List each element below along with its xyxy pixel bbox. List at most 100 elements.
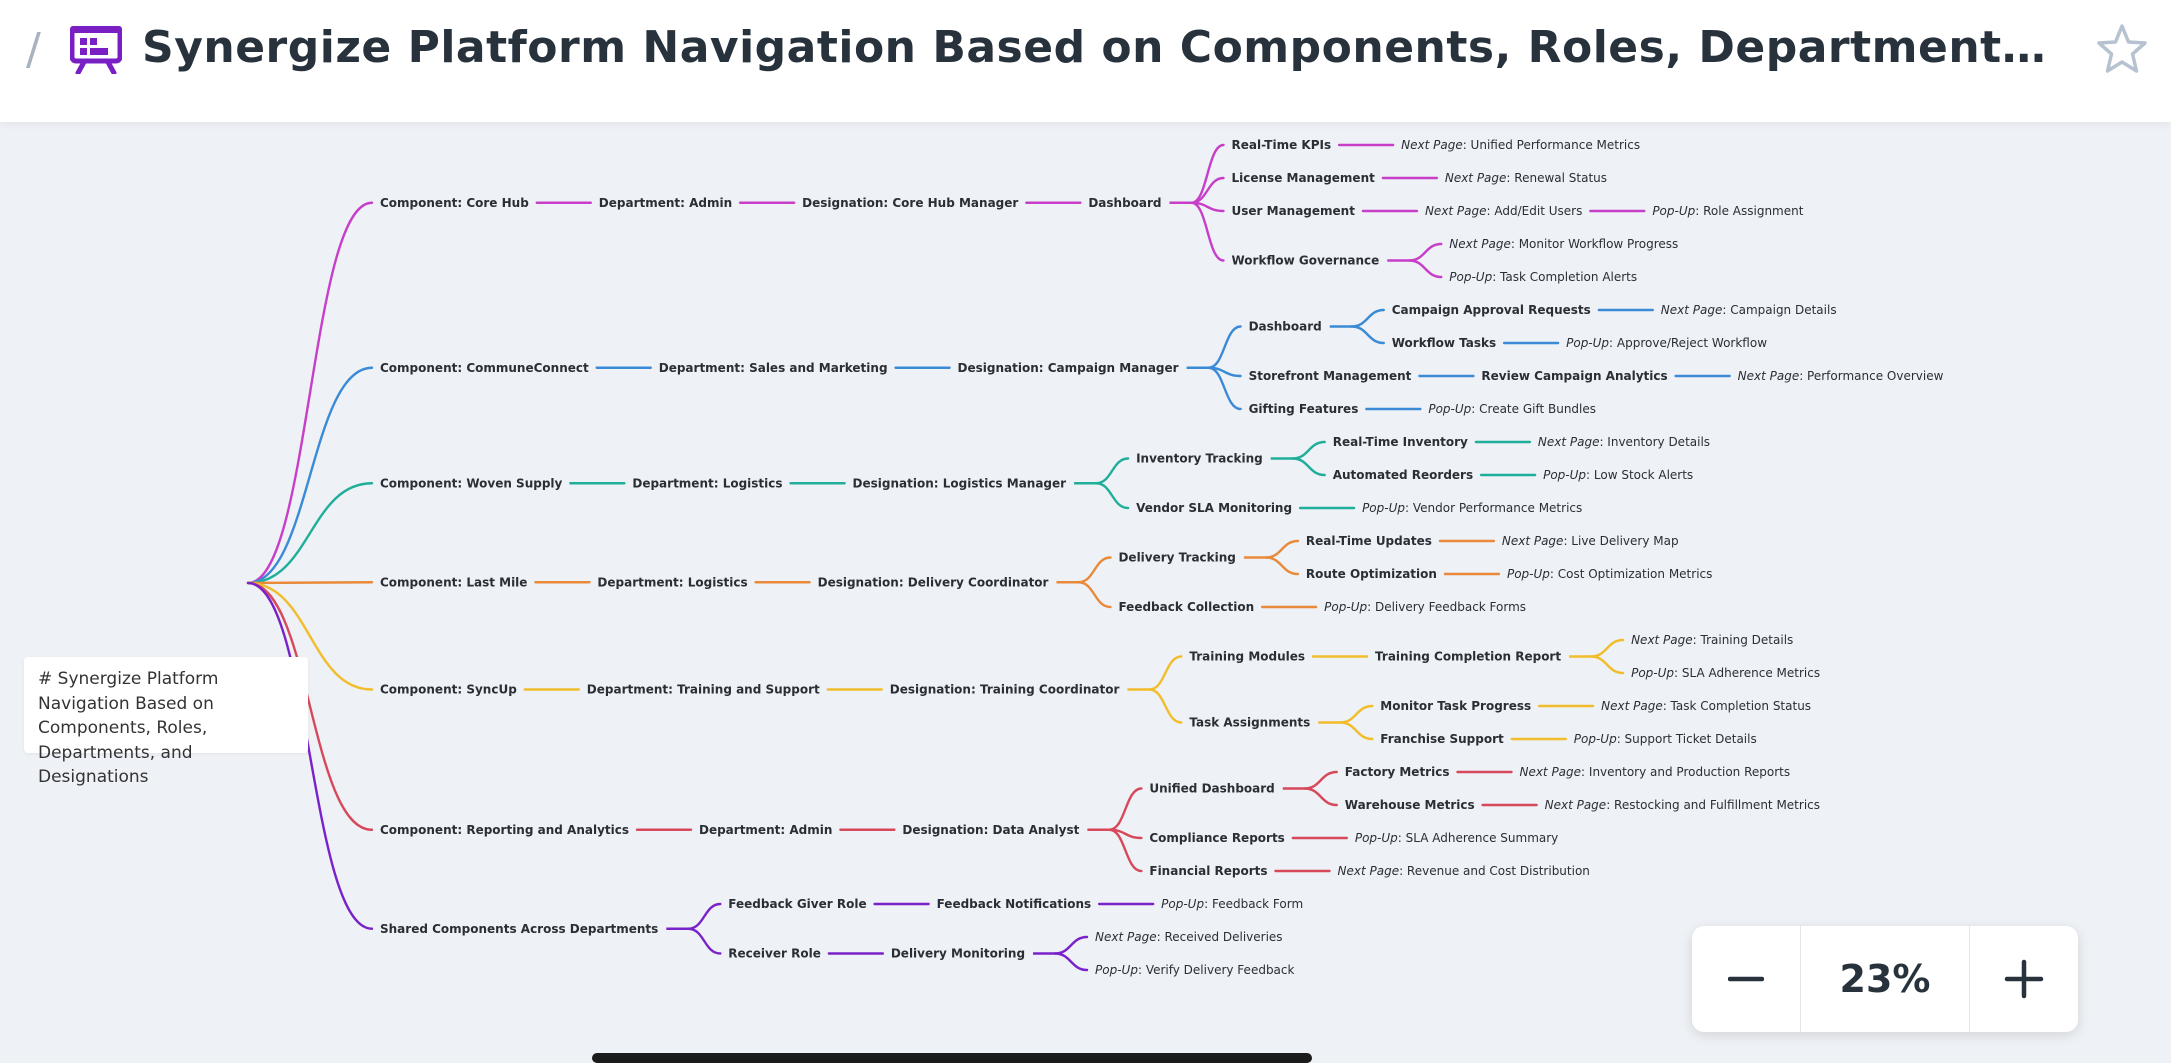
mindmap-node[interactable]: Gifting Features	[1249, 402, 1359, 416]
mindmap-page-node[interactable]: Next Page: Revenue and Cost Distribution	[1338, 864, 1590, 878]
mindmap-node[interactable]: Factory Metrics	[1345, 765, 1450, 779]
mindmap-page-node[interactable]: Pop-Up: Verify Delivery Feedback	[1095, 963, 1294, 977]
mindmap-page-node[interactable]: Pop-Up: SLA Adherence Summary	[1355, 831, 1558, 845]
node-type-prefix: Pop-Up	[1449, 270, 1492, 284]
mindmap-page-node[interactable]: Next Page: Campaign Details	[1661, 303, 1837, 317]
node-target-label: : Delivery Feedback Forms	[1367, 600, 1526, 614]
mindmap-page-node[interactable]: Pop-Up: Vendor Performance Metrics	[1362, 501, 1582, 515]
mindmap-node[interactable]: Feedback Giver Role	[728, 897, 866, 911]
mindmap-page-node[interactable]: Next Page: Training Details	[1631, 633, 1793, 647]
zoom-in-button[interactable]	[1969, 926, 2078, 1032]
node-type-prefix: Next Page	[1545, 798, 1607, 812]
mindmap-node[interactable]: Storefront Management	[1249, 369, 1412, 383]
mindmap-page-node[interactable]: Next Page: Performance Overview	[1738, 369, 1944, 383]
mindmap-page-node[interactable]: Next Page: Restocking and Fulfillment Me…	[1545, 798, 1820, 812]
mindmap-node[interactable]: Real-Time Updates	[1306, 534, 1432, 548]
mindmap-node[interactable]: Department: Logistics	[597, 575, 747, 589]
mindmap-node[interactable]: Inventory Tracking	[1136, 452, 1263, 466]
mindmap-node[interactable]: Component: Woven Supply	[380, 476, 563, 490]
mindmap-node[interactable]: Dashboard	[1249, 320, 1322, 334]
mindmap-node[interactable]: Unified Dashboard	[1149, 782, 1274, 796]
mindmap-node[interactable]: Component: SyncUp	[380, 683, 517, 697]
node-target-label: : SLA Adherence Metrics	[1674, 666, 1820, 680]
mindmap-node[interactable]: Designation: Core Hub Manager	[802, 196, 1018, 210]
mindmap-node[interactable]: Receiver Role	[728, 947, 821, 961]
mindmap-page-node[interactable]: Next Page: Add/Edit Users	[1425, 204, 1582, 218]
presentation-board-icon	[70, 26, 122, 74]
mindmap-node[interactable]: Feedback Notifications	[937, 897, 1092, 911]
mindmap-node[interactable]: Franchise Support	[1380, 732, 1504, 746]
node-type-prefix: Next Page	[1401, 138, 1463, 152]
mindmap-node[interactable]: Designation: Delivery Coordinator	[818, 575, 1049, 589]
mindmap-node[interactable]: Campaign Approval Requests	[1392, 303, 1591, 317]
mindmap-page-node[interactable]: Pop-Up: Support Ticket Details	[1574, 732, 1757, 746]
mindmap-node[interactable]: Feedback Collection	[1118, 600, 1254, 614]
mindmap-node[interactable]: Workflow Governance	[1232, 254, 1380, 268]
mindmap-page-node[interactable]: Pop-Up: Low Stock Alerts	[1543, 468, 1693, 482]
mindmap-node[interactable]: Financial Reports	[1149, 864, 1267, 878]
mindmap-node[interactable]: Department: Sales and Marketing	[659, 361, 888, 375]
mindmap-page-node[interactable]: Next Page: Received Deliveries	[1095, 930, 1283, 944]
node-target-label: : Task Completion Alerts	[1492, 270, 1637, 284]
mindmap-page-node[interactable]: Next Page: Task Completion Status	[1601, 699, 1811, 713]
mindmap-node[interactable]: Department: Admin	[599, 196, 732, 210]
mindmap-page-node[interactable]: Pop-Up: Create Gift Bundles	[1428, 402, 1596, 416]
mindmap-node[interactable]: Vendor SLA Monitoring	[1136, 501, 1292, 515]
mindmap-node[interactable]: Delivery Monitoring	[891, 947, 1025, 961]
root-edge	[246, 366, 374, 585]
mindmap-node[interactable]: Route Optimization	[1306, 567, 1437, 581]
mindmap-page-node[interactable]: Pop-Up: SLA Adherence Metrics	[1631, 666, 1820, 680]
mindmap-node[interactable]: Automated Reorders	[1333, 468, 1473, 482]
mindmap-node[interactable]: Designation: Training Coordinator	[890, 683, 1120, 697]
node-type-prefix: Pop-Up	[1543, 468, 1586, 482]
mindmap-node[interactable]: Workflow Tasks	[1392, 336, 1496, 350]
node-target-label: : Restocking and Fulfillment Metrics	[1606, 798, 1820, 812]
mindmap-node[interactable]: License Management	[1232, 171, 1376, 185]
mindmap-page-node[interactable]: Pop-Up: Task Completion Alerts	[1449, 270, 1637, 284]
mindmap-node[interactable]: Delivery Tracking	[1118, 551, 1235, 565]
mindmap-node[interactable]: Designation: Campaign Manager	[958, 361, 1179, 375]
mindmap-page-node[interactable]: Pop-Up: Delivery Feedback Forms	[1324, 600, 1526, 614]
mindmap-node[interactable]: Component: Reporting and Analytics	[380, 823, 629, 837]
mindmap-node[interactable]: Monitor Task Progress	[1380, 699, 1531, 713]
node-target-label: : Feedback Form	[1204, 897, 1303, 911]
mindmap-node[interactable]: Dashboard	[1088, 196, 1161, 210]
mindmap-node[interactable]: Compliance Reports	[1149, 831, 1284, 845]
mindmap-page-node[interactable]: Next Page: Inventory and Production Repo…	[1519, 765, 1790, 779]
mindmap-page-node[interactable]: Next Page: Inventory Details	[1538, 435, 1710, 449]
mindmap-node[interactable]: Component: CommuneConnect	[380, 361, 589, 375]
mindmap-node[interactable]: Training Modules	[1189, 650, 1305, 664]
mindmap-node[interactable]: Task Assignments	[1189, 716, 1310, 730]
mindmap-node[interactable]: Warehouse Metrics	[1345, 798, 1475, 812]
mindmap-node[interactable]: Shared Components Across Departments	[380, 922, 658, 936]
mindmap-root-node[interactable]: # Synergize Platform Navigation Based on…	[24, 657, 308, 787]
mindmap-node[interactable]: Training Completion Report	[1375, 650, 1561, 664]
bottom-scroll-handle[interactable]	[592, 1053, 1312, 1063]
mindmap-edge	[1077, 556, 1112, 584]
mindmap-node[interactable]: User Management	[1232, 204, 1356, 218]
mindmap-page-node[interactable]: Next Page: Monitor Workflow Progress	[1449, 237, 1678, 251]
zoom-out-button[interactable]	[1692, 926, 1801, 1032]
mindmap-page-node[interactable]: Pop-Up: Role Assignment	[1652, 204, 1803, 218]
mindmap-node[interactable]: Designation: Logistics Manager	[853, 476, 1067, 490]
mindmap-node[interactable]: Department: Logistics	[632, 476, 782, 490]
mindmap-node[interactable]: Real-Time Inventory	[1333, 435, 1468, 449]
mindmap-node[interactable]: Real-Time KPIs	[1232, 138, 1332, 152]
mindmap-page-node[interactable]: Next Page: Unified Performance Metrics	[1401, 138, 1640, 152]
mindmap-node[interactable]: Component: Core Hub	[380, 196, 529, 210]
mindmap-page-node[interactable]: Pop-Up: Cost Optimization Metrics	[1507, 567, 1712, 581]
node-type-prefix: Pop-Up	[1574, 732, 1617, 746]
mindmap-node[interactable]: Component: Last Mile	[380, 575, 527, 589]
node-type-prefix: Pop-Up	[1161, 897, 1204, 911]
star-outline-icon[interactable]	[2094, 22, 2150, 78]
mindmap-page-node[interactable]: Next Page: Renewal Status	[1445, 171, 1607, 185]
mindmap-page-node[interactable]: Next Page: Live Delivery Map	[1502, 534, 1679, 548]
mindmap-page-node[interactable]: Pop-Up: Feedback Form	[1161, 897, 1303, 911]
mindmap-node[interactable]: Review Campaign Analytics	[1481, 369, 1667, 383]
mindmap-node[interactable]: Department: Admin	[699, 823, 832, 837]
mindmap-node[interactable]: Department: Training and Support	[587, 683, 820, 697]
mindmap-edge	[1264, 539, 1300, 559]
mindmap-node[interactable]: Designation: Data Analyst	[902, 823, 1079, 837]
mindmap-page-node[interactable]: Pop-Up: Approve/Reject Workflow	[1566, 336, 1767, 350]
